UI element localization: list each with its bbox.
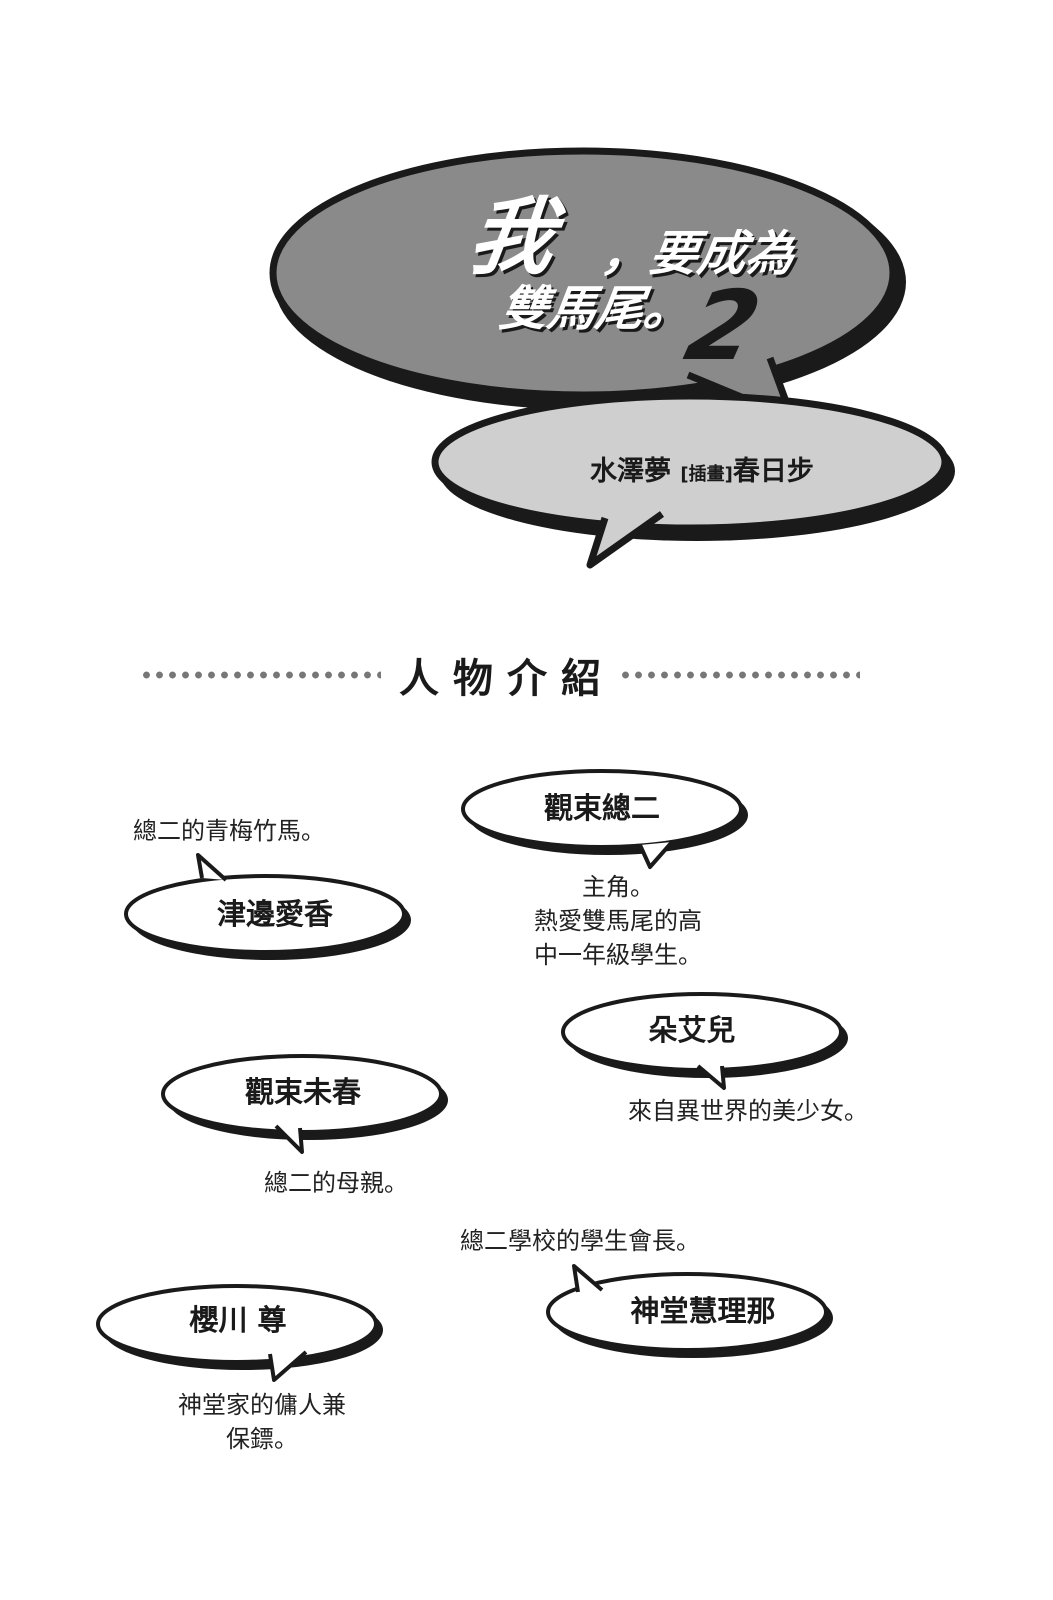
section-heading-row: 人物介紹 xyxy=(140,648,860,702)
credits-line: 水澤夢 [插畫]春日步 xyxy=(590,449,814,488)
character-name: 櫻川 尊 xyxy=(189,1303,287,1337)
author-speech-bubble xyxy=(431,392,955,569)
section-heading: 人物介紹 xyxy=(399,656,615,702)
title-speech-bubble xyxy=(269,147,906,422)
author-name: 水澤夢 xyxy=(590,456,671,487)
character-name: 津邊愛香 xyxy=(216,897,334,931)
character-desc: 主角。 熱愛雙馬尾的高 中一年級學生。 xyxy=(534,870,702,972)
speech-bubble-aika xyxy=(124,853,411,960)
speech-bubble-twoearle xyxy=(561,992,848,1090)
character-name: 神堂慧理那 xyxy=(630,1294,776,1328)
desc-line: 來自異世界的美少女。 xyxy=(628,1097,868,1125)
dotted-rule-right xyxy=(619,671,860,679)
dotted-rule-left xyxy=(140,671,381,679)
desc-line: 總二的青梅竹馬。 xyxy=(133,817,325,845)
desc-line: 熱愛雙馬尾的高 xyxy=(534,907,702,935)
desc-line: 中一年級學生。 xyxy=(534,941,702,969)
character-name: 朵艾兒 xyxy=(648,1013,736,1047)
speech-bubble-miharu xyxy=(161,1054,448,1154)
speech-bubble-mikoto xyxy=(96,1284,383,1382)
desc-line: 神堂家的傭人兼 xyxy=(178,1391,346,1419)
title-line-2: 雙馬尾。 xyxy=(496,281,696,337)
character-desc: 總二的青梅竹馬。 xyxy=(133,814,325,848)
character-name: 觀束未春 xyxy=(244,1075,362,1109)
character-name: 觀束總二 xyxy=(543,791,661,825)
illustrator-name: 春日步 xyxy=(732,456,814,487)
desc-line: 保鏢。 xyxy=(226,1425,298,1453)
character-desc: 總二學校的學生會長。 xyxy=(460,1224,700,1258)
desc-line: 總二學校的學生會長。 xyxy=(460,1227,700,1255)
character-desc: 總二的母親。 xyxy=(264,1166,408,1200)
character-desc: 神堂家的傭人兼 保鏢。 xyxy=(178,1388,346,1456)
illustrator-tag: [插畫] xyxy=(680,464,733,485)
title-main-char: 我 xyxy=(463,188,563,286)
speech-bubble-erina xyxy=(546,1264,833,1358)
speech-bubble-sorashi xyxy=(461,769,748,869)
character-desc: 來自異世界的美少女。 xyxy=(628,1094,868,1128)
desc-line: 總二的母親。 xyxy=(264,1169,408,1197)
desc-line: 主角。 xyxy=(582,873,654,901)
